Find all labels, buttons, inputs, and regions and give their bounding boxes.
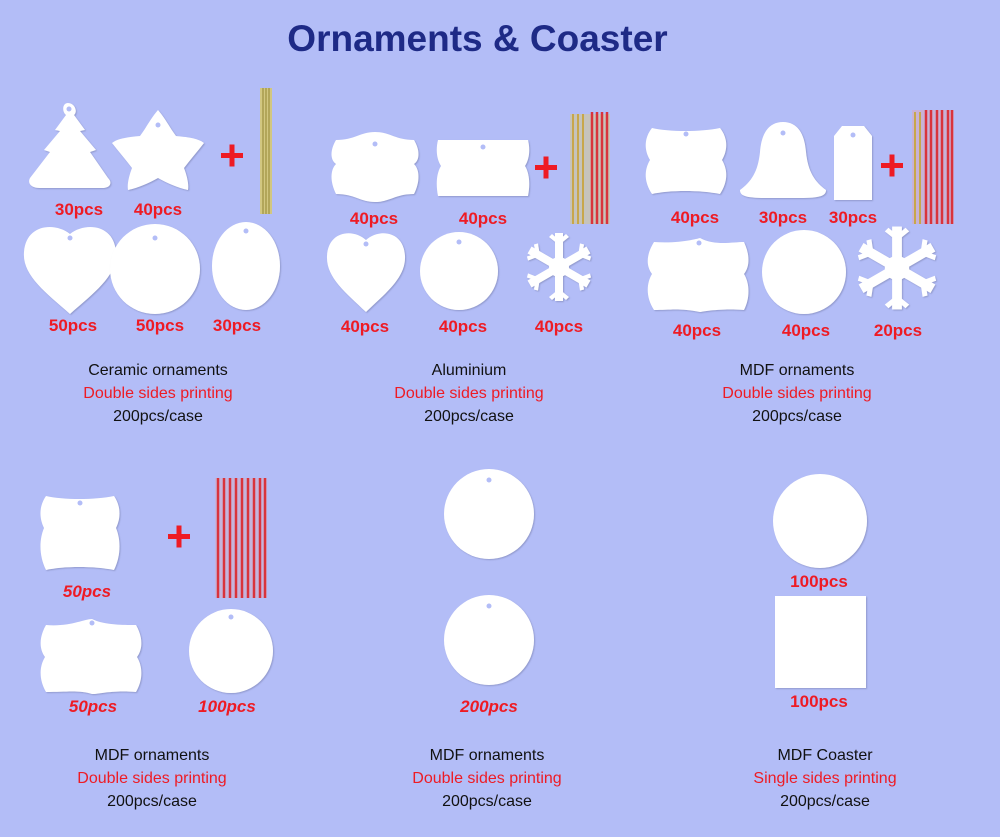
square-bracket-ornament <box>645 128 727 194</box>
round-ornament <box>762 230 846 314</box>
qty-label: 40pcs <box>340 317 390 336</box>
product-name: MDF ornaments <box>94 747 210 764</box>
page-title: Ornaments & Coaster <box>287 18 668 59</box>
qty-label: 40pcs <box>672 321 722 340</box>
round-ornament <box>444 595 534 685</box>
tree-ornament <box>29 103 111 188</box>
qty-label: 30pcs <box>212 316 262 335</box>
heart-ornament <box>326 233 406 312</box>
oval-ornament <box>212 222 280 310</box>
snowflake-ornament <box>525 233 592 301</box>
qty-label: 100pcs <box>790 692 848 711</box>
bracket-ornament <box>331 132 419 202</box>
qty-label: 30pcs <box>828 208 878 227</box>
qty-label: 40pcs <box>670 208 720 227</box>
case-quantity: 200pcs/case <box>752 408 842 425</box>
product-name: Ceramic ornaments <box>88 362 228 379</box>
round-ornament <box>110 224 200 314</box>
case-quantity: 200pcs/case <box>107 793 197 810</box>
round-ornament <box>444 469 534 559</box>
product-name: MDF ornaments <box>429 747 545 764</box>
qty-label: 20pcs <box>873 321 923 340</box>
caption-mdf-2: MDF ornaments Double sides printing 200p… <box>2 744 302 813</box>
star-ornament <box>112 110 204 190</box>
plus-icon <box>535 156 557 179</box>
round-ornament <box>420 232 498 310</box>
qty-label: 30pcs <box>54 200 104 219</box>
qty-label: 200pcs <box>460 697 518 716</box>
bell-ornament <box>740 122 826 198</box>
round-ornament <box>189 609 273 693</box>
round-coaster <box>773 474 867 568</box>
plus-icon <box>168 525 190 548</box>
qty-label: 100pcs <box>790 572 848 591</box>
caption-mdf-3: MDF ornaments Double sides printing 200p… <box>337 744 637 813</box>
printing-type: Double sides printing <box>83 385 233 402</box>
qty-label: 40pcs <box>458 209 508 228</box>
qty-label: 40pcs <box>534 317 584 336</box>
product-name: Aluminium <box>431 362 507 379</box>
qty-label: 100pcs <box>198 697 256 716</box>
bracket-ornament <box>40 619 142 694</box>
plus-icon <box>221 144 243 167</box>
caption-mdf-1: MDF ornaments Double sides printing 200p… <box>647 359 947 428</box>
caption-ceramic: Ceramic ornaments Double sides printing … <box>8 359 308 428</box>
product-name: MDF ornaments <box>739 362 855 379</box>
heart-ornament <box>23 227 117 314</box>
printing-type: Double sides printing <box>722 385 872 402</box>
tag-ornament <box>834 126 872 200</box>
plus-icon <box>881 154 903 177</box>
gold-ribbon-icon <box>260 88 272 214</box>
ribbon-bundle-icon <box>570 112 610 224</box>
snowflake-ornament <box>856 227 938 310</box>
printing-type: Double sides printing <box>412 770 562 787</box>
case-quantity: 200pcs/case <box>424 408 514 425</box>
square-bracket-ornament <box>40 496 120 570</box>
square-coaster <box>775 596 866 688</box>
printing-type: Single sides printing <box>753 770 897 787</box>
qty-label: 40pcs <box>781 321 831 340</box>
qty-label: 40pcs <box>133 200 183 219</box>
printing-type: Double sides printing <box>77 770 227 787</box>
qty-label: 50pcs <box>68 697 118 716</box>
ribbon-bundle-icon <box>215 478 267 598</box>
ribbon-bundle-icon <box>912 110 954 224</box>
qty-label: 50pcs <box>135 316 185 335</box>
caption-coaster: MDF Coaster Single sides printing 200pcs… <box>675 744 975 813</box>
qty-label: 40pcs <box>438 317 488 336</box>
caption-aluminium: Aluminium Double sides printing 200pcs/c… <box>319 359 619 428</box>
qty-label: 50pcs <box>48 316 98 335</box>
case-quantity: 200pcs/case <box>780 793 870 810</box>
product-name: MDF Coaster <box>777 747 873 764</box>
printing-type: Double sides printing <box>394 385 544 402</box>
rectangle-bracket-ornament <box>436 140 530 196</box>
qty-label: 40pcs <box>349 209 399 228</box>
case-quantity: 200pcs/case <box>442 793 532 810</box>
qty-label: 50pcs <box>62 582 112 601</box>
bracket-ornament <box>647 238 749 312</box>
qty-label: 30pcs <box>758 208 808 227</box>
case-quantity: 200pcs/case <box>113 408 203 425</box>
